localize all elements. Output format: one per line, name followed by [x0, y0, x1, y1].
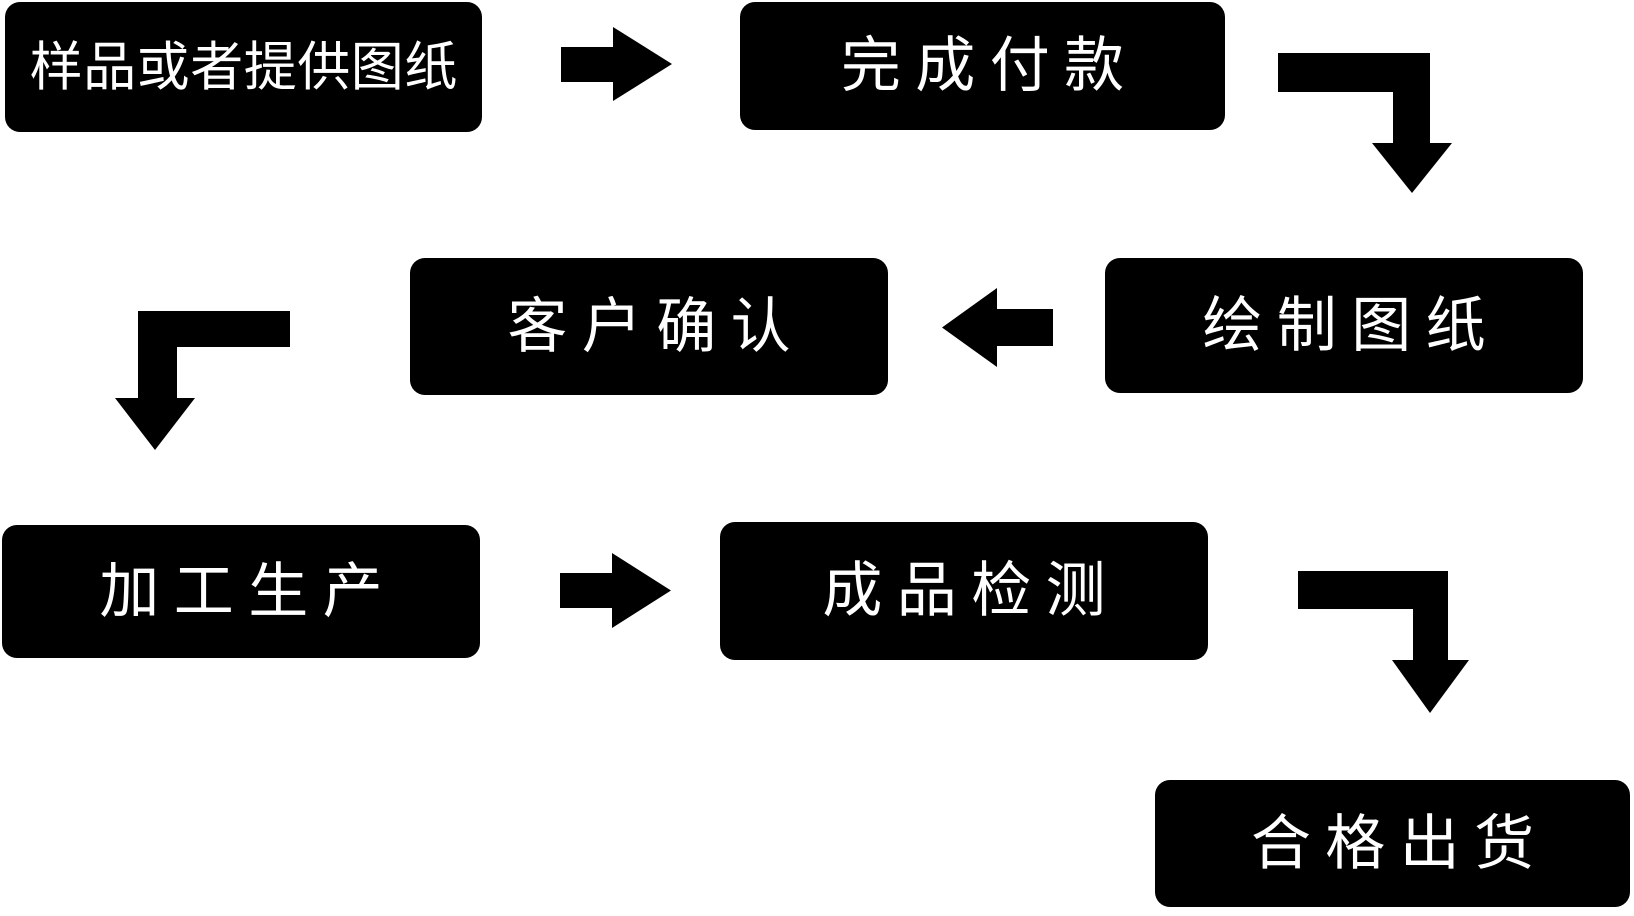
elbow-down-arrow-icon — [1298, 571, 1469, 713]
flow-node-drawing: 绘制图纸 — [1105, 258, 1583, 393]
left-arrow-icon — [942, 288, 1053, 367]
flow-node-sample-or-drawing: 样品或者提供图纸 — [5, 2, 482, 132]
right-arrow-icon — [561, 27, 672, 101]
elbow-down-arrow-icon — [115, 311, 290, 450]
elbow-down-arrow-icon — [1278, 53, 1452, 193]
flow-node-inspection: 成品检测 — [720, 522, 1208, 660]
flow-node-customer-confirm: 客户确认 — [410, 258, 888, 395]
right-arrow-icon — [560, 553, 671, 628]
flow-node-payment: 完成付款 — [740, 2, 1225, 130]
flow-node-production: 加工生产 — [2, 525, 480, 658]
flow-node-shipment: 合格出货 — [1155, 780, 1630, 907]
